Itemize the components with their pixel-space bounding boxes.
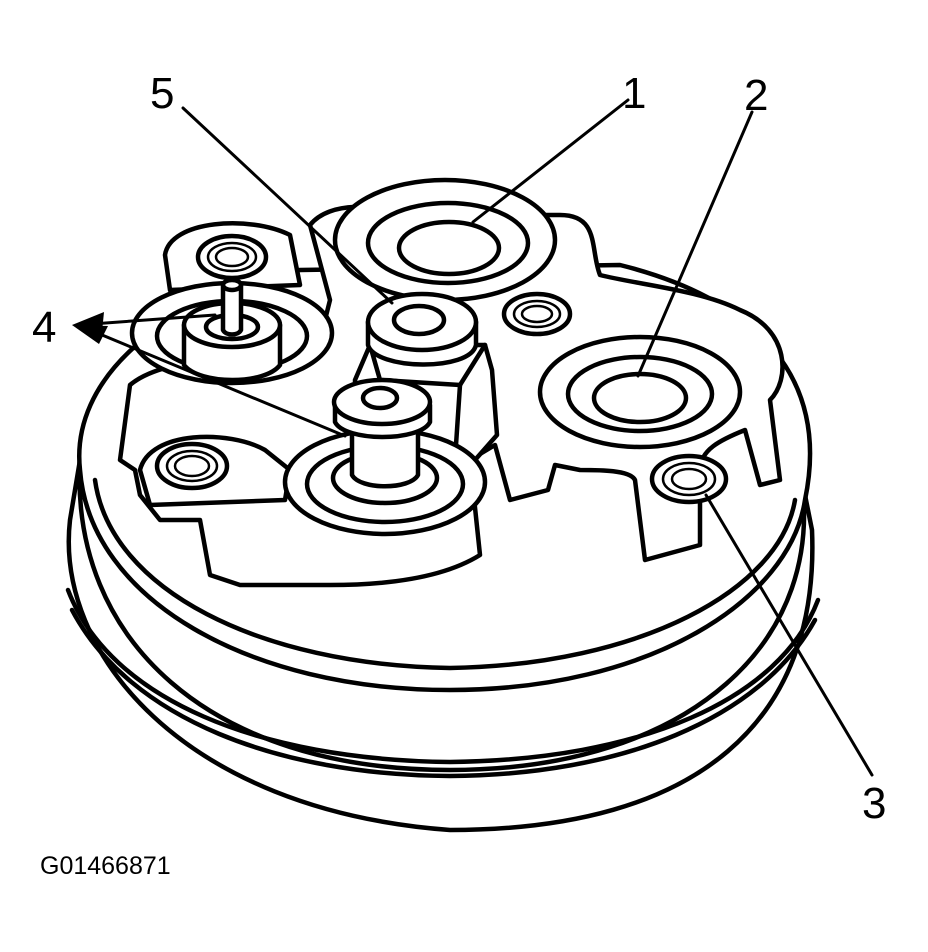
callout-label-4: 4 [32, 303, 56, 352]
leader-lines [72, 98, 874, 777]
threaded-hole-left [137, 434, 293, 508]
hex-fitting-5 [352, 291, 500, 473]
callout-label-5: 5 [150, 69, 174, 118]
leader-line-1 [471, 98, 630, 224]
figure-id-label: G01466871 [40, 852, 171, 880]
port-1-large [332, 177, 558, 303]
arrowhead-4b [72, 325, 108, 344]
pin-valve-center [282, 377, 488, 537]
leader-line-3 [704, 493, 874, 777]
port-2-large [537, 334, 743, 450]
callout-label-3: 3 [862, 779, 886, 828]
leader-line-4b [76, 323, 347, 438]
leader-line-2 [636, 110, 754, 378]
callout-label-1: 1 [622, 69, 646, 118]
callout-label-2: 2 [744, 71, 768, 120]
leader-line-5 [181, 106, 394, 305]
pin-valve-upper [129, 277, 335, 386]
threaded-hole-3 [649, 453, 729, 505]
threaded-hole-center [501, 291, 573, 337]
